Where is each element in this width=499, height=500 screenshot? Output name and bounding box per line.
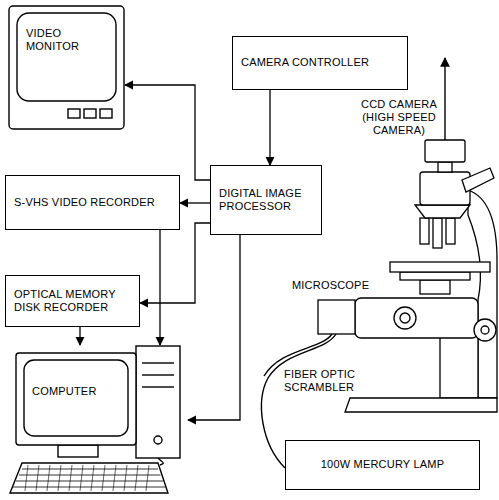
recorder-box: S-VHS VIDEO RECORDER — [5, 175, 180, 230]
video-monitor-drawing — [8, 5, 125, 130]
computer-outline — [47, 465, 50, 491]
computer-outline — [124, 465, 127, 491]
node-text: CAMERA CONTROLLER — [241, 56, 399, 69]
signal-arrow — [180, 202, 210, 203]
computer-outline — [102, 465, 105, 491]
computer-outline — [36, 465, 39, 491]
node-text: 100W MERCURY LAMP — [321, 458, 444, 471]
computer-outline — [91, 465, 94, 491]
microscope-body — [446, 218, 455, 244]
microscope-body — [345, 398, 497, 412]
microscope-body — [433, 218, 442, 248]
video-monitor-outline — [9, 6, 124, 129]
lamp-box: 100W MERCURY LAMP — [285, 440, 480, 490]
microscope-body — [438, 162, 452, 172]
computer-outline — [80, 465, 83, 491]
computer-outline — [136, 346, 180, 458]
microscope-body — [390, 262, 490, 272]
computer-drawing — [8, 345, 188, 495]
part-name: FIBER OPTIC SCRAMBLER — [284, 368, 356, 394]
signal-arrow — [125, 85, 210, 180]
camera-signal-line — [444, 58, 445, 140]
microscope-body — [318, 300, 355, 334]
computer-outline — [19, 475, 161, 476]
part-name: MICROSCOPE — [292, 279, 382, 292]
computer-outline — [142, 374, 174, 375]
computer-outline — [25, 465, 28, 491]
part-name: CCD CAMERA (HIGH SPEED CAMERA) — [358, 98, 440, 138]
computer-outline — [158, 458, 163, 465]
video-monitor-outline — [68, 109, 80, 118]
computer-outline — [13, 487, 166, 488]
node-text: DIGITAL IMAGE PROCESSOR — [219, 187, 313, 213]
computer-outline — [16, 481, 163, 482]
microscope-body — [420, 280, 450, 294]
signal-arrow — [79, 327, 80, 345]
microscope-body — [415, 205, 470, 218]
computer-outline — [142, 386, 174, 387]
video-monitor: VIDEO MONITOR — [8, 5, 125, 130]
video-monitor-outline — [100, 109, 112, 118]
computer: COMPUTER — [8, 345, 188, 495]
microscope-body — [425, 140, 465, 162]
signal-arrow — [188, 235, 240, 420]
node-text: OPTICAL MEMORY DISK RECORDER — [14, 288, 131, 314]
microscope-body — [440, 336, 478, 398]
computer-outline — [10, 463, 168, 493]
microscope-body — [420, 172, 470, 205]
microscope-body — [481, 326, 489, 334]
computer-outline — [113, 465, 116, 491]
camera-signal-line — [444, 58, 445, 140]
signal-arrow — [269, 90, 270, 165]
video-monitor-outline — [17, 13, 116, 101]
microscope-body — [474, 319, 496, 341]
video-monitor-outline — [84, 109, 96, 118]
microscope-body — [394, 307, 416, 329]
node-text: COMPUTER — [32, 385, 122, 398]
microscope-body — [355, 298, 478, 338]
computer-outline — [16, 353, 136, 445]
computer-outline — [24, 360, 128, 436]
computer-outline — [154, 436, 162, 444]
processor-box: DIGITAL IMAGE PROCESSOR — [210, 165, 322, 235]
computer-outline — [135, 465, 138, 491]
signal-arrow — [140, 223, 210, 303]
controller-box: CAMERA CONTROLLER — [232, 36, 408, 90]
computer-outline — [142, 362, 174, 363]
microscope-body — [462, 168, 494, 192]
recorder-box: OPTICAL MEMORY DISK RECORDER — [5, 275, 140, 327]
node-text: VIDEO MONITOR — [26, 27, 108, 53]
computer-outline — [146, 465, 149, 491]
microscope-body — [420, 218, 429, 244]
microscope-body — [400, 272, 470, 280]
node-text: S-VHS VIDEO RECORDER — [14, 196, 171, 209]
computer-outline — [58, 465, 61, 491]
signal-arrow — [159, 230, 160, 345]
microscope-body — [400, 313, 410, 323]
computer-outline — [69, 465, 72, 491]
computer-outline — [58, 445, 98, 457]
